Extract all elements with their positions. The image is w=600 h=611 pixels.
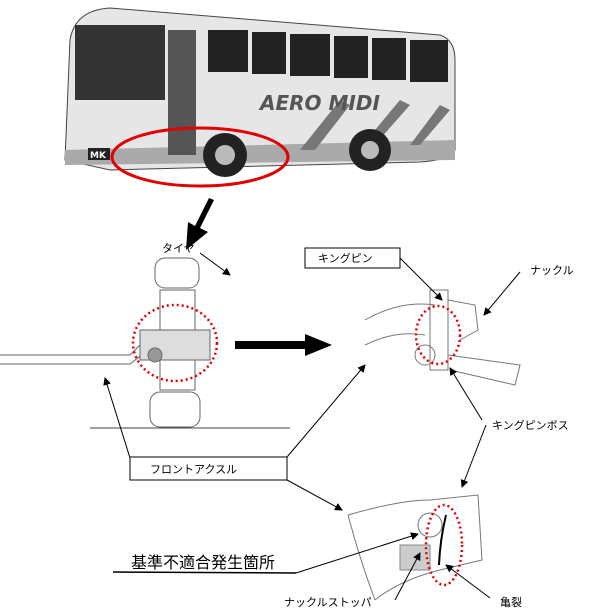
crack-detail-drawing bbox=[347, 494, 483, 601]
bus-brand-text: AERO MIDI bbox=[258, 91, 380, 115]
crack-highlight-ellipse bbox=[424, 503, 464, 587]
front-wheel-drawing bbox=[0, 257, 290, 429]
label-nonconformity-location: 基準不適合発生箇所 bbox=[131, 553, 275, 572]
right-arrow-icon bbox=[235, 334, 332, 356]
label-knuckle: ナックル bbox=[530, 264, 574, 277]
label-front-axle: フロントアクスル bbox=[150, 463, 237, 476]
knuckle-drawing bbox=[364, 289, 521, 386]
kingpin-label-box bbox=[304, 247, 401, 269]
down-arrow-icon bbox=[186, 198, 214, 250]
kingpin-highlight-ellipse bbox=[414, 304, 462, 366]
bus-illustration: AERO MIDI MK bbox=[64, 7, 456, 177]
label-crack: 亀裂 bbox=[500, 595, 522, 609]
bus-plate-text: MK bbox=[90, 151, 107, 161]
bus-highlight-ellipse bbox=[110, 126, 290, 188]
label-kingpin-boss: キングピンボス bbox=[492, 418, 569, 432]
wheel-highlight-ellipse bbox=[131, 303, 219, 383]
label-kingpin: キングピン bbox=[318, 251, 373, 265]
front-axle-label-box bbox=[129, 456, 288, 481]
label-knuckle-stopper: ナックルストッパ bbox=[284, 596, 372, 609]
label-tire: タイヤ bbox=[162, 242, 195, 255]
leader-lines bbox=[103, 252, 521, 601]
